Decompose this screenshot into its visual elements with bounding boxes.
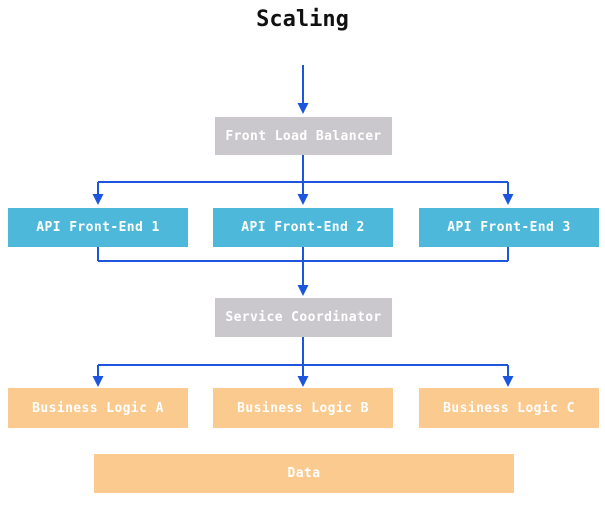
edge-service-coordinator-to-business-logic: [92, 337, 514, 387]
node-business-logic-b: Business Logic B: [213, 388, 393, 428]
node-service-coordinator: Service Coordinator: [215, 298, 392, 337]
edge-front-load-balancer-to-api-front-ends: [92, 155, 514, 205]
node-business-logic-c: Business Logic C: [419, 388, 599, 428]
diagram-title: Scaling: [256, 7, 349, 32]
node-data: Data: [94, 454, 514, 493]
node-api-front-end-2: API Front-End 2: [213, 208, 393, 247]
node-api-front-end-3: API Front-End 3: [419, 208, 599, 247]
edge-api-front-ends-to-service-coordinator: [97, 247, 509, 296]
edge-start-to-front-load-balancer: [297, 65, 309, 114]
node-business-logic-a: Business Logic A: [8, 388, 188, 428]
node-front-load-balancer: Front Load Balancer: [215, 117, 392, 155]
node-api-front-end-1: API Front-End 1: [8, 208, 188, 247]
